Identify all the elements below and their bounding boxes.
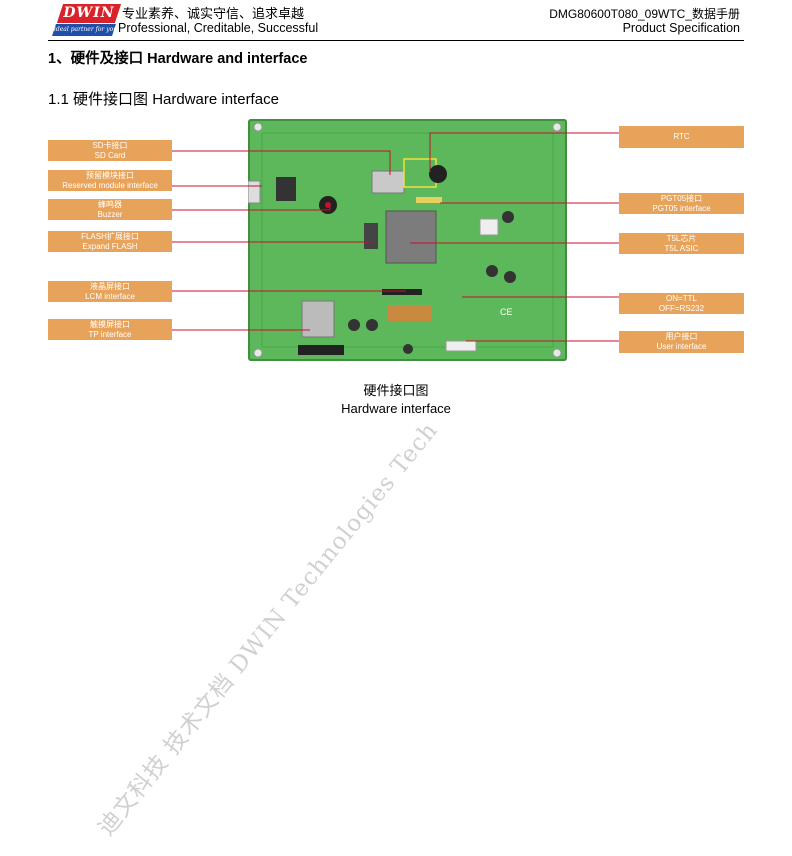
label-rtc-cn: RTC bbox=[619, 132, 744, 142]
label-sd-card-cn: SD卡接口 bbox=[48, 141, 172, 151]
label-t5l-asic-en: T5L ASIC bbox=[619, 244, 744, 254]
label-t5l-asic-cn: T5L芯片 bbox=[619, 234, 744, 244]
label-expand-flash-cn: FLASH扩展接口 bbox=[48, 232, 172, 242]
label-buzzer-en: Buzzer bbox=[48, 210, 172, 220]
label-sd-card-en: SD Card bbox=[48, 151, 172, 161]
pointer-rtc bbox=[430, 133, 619, 172]
label-expand-flash: FLASH扩展接口 Expand FLASH bbox=[48, 231, 172, 252]
label-sd-card: SD卡接口 SD Card bbox=[48, 140, 172, 161]
label-lcm-interface-cn: 液晶屏接口 bbox=[48, 282, 172, 292]
label-pgt05-cn: PGT05接口 bbox=[619, 194, 744, 204]
label-pgt05-en: PGT05 interface bbox=[619, 204, 744, 214]
label-ttl-rs232-en: OFF=RS232 bbox=[619, 304, 744, 314]
label-ttl-rs232-cn: ON=TTL bbox=[619, 294, 744, 304]
label-tp-interface-cn: 触摸屏接口 bbox=[48, 320, 172, 330]
label-reserved-module-en: Reserved module interface bbox=[48, 181, 172, 191]
label-expand-flash-en: Expand FLASH bbox=[48, 242, 172, 252]
label-tp-interface-en: TP interface bbox=[48, 330, 172, 340]
label-tp-interface: 触摸屏接口 TP interface bbox=[48, 319, 172, 340]
label-ttl-rs232: ON=TTL OFF=RS232 bbox=[619, 293, 744, 314]
label-buzzer-cn: 蜂鸣器 bbox=[48, 200, 172, 210]
label-t5l-asic: T5L芯片 T5L ASIC bbox=[619, 233, 744, 254]
label-buzzer: 蜂鸣器 Buzzer bbox=[48, 199, 172, 220]
label-rtc: RTC bbox=[619, 126, 744, 148]
figure-caption-en: Hardware interface bbox=[0, 401, 792, 416]
label-reserved-module: 预留模块接口 Reserved module interface bbox=[48, 170, 172, 191]
label-user-interface-en: User interface bbox=[619, 342, 744, 352]
figure-caption-cn: 硬件接口图 bbox=[0, 380, 792, 399]
pointer-buzzer bbox=[172, 205, 330, 210]
pointer-sd-card bbox=[172, 151, 390, 175]
label-lcm-interface-en: LCM interface bbox=[48, 292, 172, 302]
label-reserved-module-cn: 预留模块接口 bbox=[48, 171, 172, 181]
label-lcm-interface: 液晶屏接口 LCM interface bbox=[48, 281, 172, 302]
label-user-interface-cn: 用户接口 bbox=[619, 332, 744, 342]
label-pgt05: PGT05接口 PGT05 interface bbox=[619, 193, 744, 214]
label-user-interface: 用户接口 User interface bbox=[619, 331, 744, 353]
